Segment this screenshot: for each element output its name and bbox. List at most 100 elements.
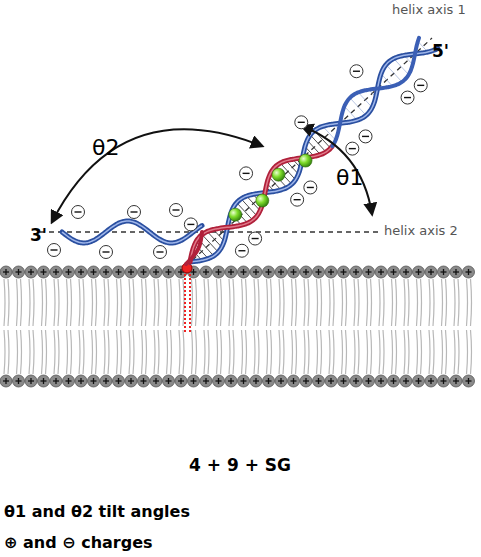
lipid-head: [350, 375, 362, 387]
lipid-head: [438, 266, 450, 278]
minus-charge: [295, 116, 308, 129]
lipid-head: [338, 266, 350, 278]
lipid-head: [100, 375, 112, 387]
lipid-head: [225, 266, 237, 278]
lipid-head: [50, 375, 62, 387]
lipid-head: [350, 266, 362, 278]
lipid-head: [113, 266, 125, 278]
lipid-head: [338, 375, 350, 387]
lipid-head: [63, 375, 75, 387]
lipid-head: [0, 375, 12, 387]
sample-label: 4 + 9 + SG: [189, 456, 291, 475]
lipid-head: [313, 266, 325, 278]
lipid-head: [250, 266, 262, 278]
angle-label: θ2: [92, 136, 119, 160]
lipid-head: [275, 375, 287, 387]
lipid-head: [163, 375, 175, 387]
lipid-head: [25, 266, 37, 278]
tilt-angle-arrows: [52, 126, 372, 222]
lipid-head: [63, 266, 75, 278]
lipid-head: [150, 266, 162, 278]
dye-molecule: [299, 154, 312, 167]
lipid-head: [200, 266, 212, 278]
angle-arc: [52, 129, 262, 222]
lipid-head: [413, 266, 425, 278]
lipid-head: [450, 375, 462, 387]
lipid-head: [113, 375, 125, 387]
lipid-head: [300, 266, 312, 278]
minus-charge: [128, 206, 141, 219]
angle-arc: [302, 126, 372, 214]
lipid-head: [288, 375, 300, 387]
lipid-head: [388, 375, 400, 387]
minus-charge: [170, 204, 183, 217]
lipid-head: [450, 266, 462, 278]
minus-charge: [401, 91, 414, 104]
legend-note: ⊕ and ⊖ charges: [4, 534, 153, 552]
lipid-head: [463, 375, 475, 387]
lipid-head: [275, 266, 287, 278]
lipid-head: [125, 375, 137, 387]
dye-molecule: [256, 194, 269, 207]
lipid-bilayer: [0, 266, 475, 387]
lipid-head: [325, 266, 337, 278]
lipid-anchor: [182, 263, 192, 332]
lipid-head: [138, 375, 150, 387]
lipid-head: [288, 266, 300, 278]
lipid-head: [13, 266, 25, 278]
lipid-head: [150, 375, 162, 387]
lipid-head: [38, 266, 50, 278]
lipid-head: [238, 375, 250, 387]
lipid-head: [225, 375, 237, 387]
lipid-head: [400, 375, 412, 387]
lipid-head: [213, 375, 225, 387]
lipid-head: [200, 375, 212, 387]
lipid-head: [363, 375, 375, 387]
strand-end-label: 5': [432, 42, 449, 61]
minus-charge: [48, 244, 61, 257]
minus-charge: [235, 244, 248, 257]
minus-charge: [184, 218, 197, 231]
lipid-head: [213, 266, 225, 278]
lipid-head: [25, 375, 37, 387]
minus-charge: [291, 193, 304, 206]
minus-charge: [359, 130, 372, 143]
minus-charge: [304, 181, 317, 194]
angle-label: θ1: [336, 166, 363, 190]
minus-charge: [240, 167, 253, 180]
negative-charges: [48, 65, 428, 259]
dye-molecule: [229, 208, 242, 221]
helix-axes: [40, 38, 432, 266]
lipid-head: [75, 266, 87, 278]
lipid-head: [50, 266, 62, 278]
lipid-head: [463, 266, 475, 278]
lipid-head: [75, 375, 87, 387]
dye-molecule: [272, 168, 285, 181]
minus-charge: [72, 206, 85, 219]
minus-charge: [414, 79, 427, 92]
minus-charge: [350, 65, 363, 78]
lipid-head: [313, 375, 325, 387]
lipid-head: [400, 266, 412, 278]
strand-end-label: 3': [30, 226, 47, 245]
lipid-head: [375, 266, 387, 278]
lipid-head: [263, 266, 275, 278]
lipid-head: [188, 375, 200, 387]
lipid-head: [300, 375, 312, 387]
lipid-head: [425, 266, 437, 278]
lipid-head: [413, 375, 425, 387]
lipid-head: [425, 375, 437, 387]
minus-charge: [346, 142, 359, 155]
lipid-head: [88, 266, 100, 278]
lipid-head: [138, 266, 150, 278]
minus-charge: [100, 246, 113, 259]
lipid-head: [175, 375, 187, 387]
lipid-head: [238, 266, 250, 278]
lipid-head: [125, 266, 137, 278]
lipid-head: [388, 266, 400, 278]
lipid-head: [13, 375, 25, 387]
minus-charge: [249, 232, 262, 245]
lipid-head: [375, 375, 387, 387]
lipid-head: [88, 375, 100, 387]
